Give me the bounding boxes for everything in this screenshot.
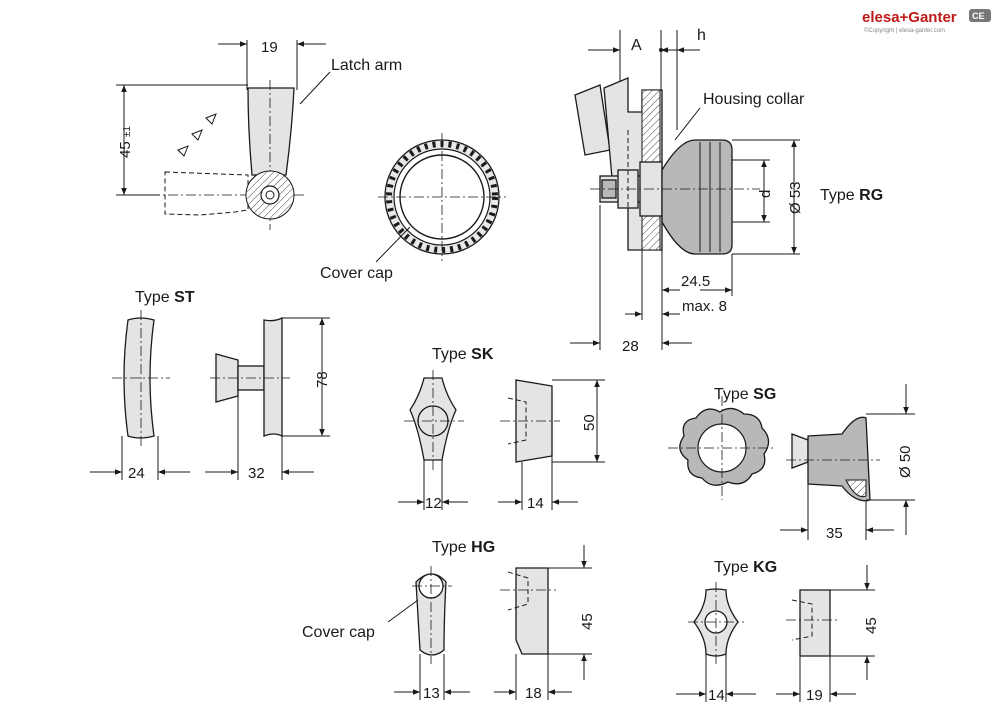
type-sg-label: Type SG xyxy=(714,386,776,403)
brand-name: elesa+Ganter xyxy=(862,9,957,26)
latch-arm-body xyxy=(247,87,295,176)
ce-mark-badge xyxy=(969,9,991,22)
cover-cap-view: Cover cap xyxy=(320,133,506,282)
sk-side-hidden xyxy=(507,397,527,445)
latch-pin-inner xyxy=(265,190,275,200)
type-hg-label: Type HG xyxy=(432,539,495,556)
dim-hg-w: 13 xyxy=(423,685,440,702)
kg-side-body xyxy=(799,589,831,657)
dim-st-d: 32 xyxy=(248,465,265,482)
label-cover-cap-hg: Cover cap xyxy=(302,624,375,641)
dim-max8: max. 8 xyxy=(682,298,727,315)
brand-copyright: ©Copyright | elesa-ganter.com xyxy=(864,27,945,34)
type-rg-section: A h d Ø 53 24.5 xyxy=(570,27,883,355)
dim-hg-d: 18 xyxy=(525,685,542,702)
dim-latch-width: 19 xyxy=(261,39,278,56)
dim-latch-height: 45 ±1 xyxy=(117,126,134,158)
leader-line xyxy=(387,599,419,623)
ce-mark: CE xyxy=(972,11,985,21)
type-sk-view: Type SK 12 14 50 xyxy=(398,346,605,512)
st-side-handle xyxy=(263,316,283,438)
type-sg-view: Type SG Ø 50 35 xyxy=(668,384,915,542)
latch-arm-rotated xyxy=(164,171,249,216)
dim-d: d xyxy=(757,190,774,198)
knob-knurl-lines xyxy=(699,142,721,252)
leader-line xyxy=(375,226,411,263)
dim-24-5: 24.5 xyxy=(681,273,710,290)
dim-sk-w: 12 xyxy=(425,495,442,512)
dim-sk-d: 14 xyxy=(527,495,544,512)
dim-h: h xyxy=(697,27,706,44)
type-st-label: Type ST xyxy=(135,289,195,306)
dim-st-w: 24 xyxy=(128,465,145,482)
rotation-arrow-icon xyxy=(205,113,217,125)
dim-a: A xyxy=(631,37,642,54)
brand-logo: elesa+Ganter CE ©Copyright | elesa-gante… xyxy=(862,9,991,34)
dim-sg-d: 35 xyxy=(826,525,843,542)
latch-arm-view: 19 45 ±1 Latch arm xyxy=(116,39,402,230)
rotation-arrow-icon xyxy=(177,145,189,157)
sg-side-section xyxy=(845,479,867,498)
label-cover-cap-top: Cover cap xyxy=(320,265,393,282)
dim-kg-d: 19 xyxy=(806,687,823,704)
dim-kg-w: 14 xyxy=(708,687,725,704)
dim-sk-h: 50 xyxy=(581,414,598,431)
hg-side-body xyxy=(515,567,549,655)
type-kg-label: Type KG xyxy=(714,559,777,576)
dim-dot xyxy=(659,48,663,52)
type-rg-label: Type RG xyxy=(820,187,883,204)
dim-28: 28 xyxy=(622,338,639,355)
latch-pin xyxy=(260,185,280,205)
sg-side-cap xyxy=(791,433,809,469)
dim-st-h: 78 xyxy=(314,371,331,388)
type-st-view: Type ST 24 32 78 xyxy=(90,289,331,482)
label-housing-collar: Housing collar xyxy=(703,91,805,108)
dim-dia53: Ø 53 xyxy=(787,181,804,214)
rg-knob-body xyxy=(661,139,733,255)
leader-line xyxy=(299,71,331,105)
label-latch-arm: Latch arm xyxy=(331,57,402,74)
type-sk-label: Type SK xyxy=(432,346,494,363)
hg-side-hidden xyxy=(507,571,529,611)
type-kg-view: Type KG 14 19 45 xyxy=(676,559,880,704)
rotation-arrow-icon xyxy=(191,129,203,141)
dim-sg-dia: Ø 50 xyxy=(897,445,914,478)
dim-hg-h: 45 xyxy=(579,613,596,630)
leader-line xyxy=(674,107,701,141)
dim-kg-h: 45 xyxy=(863,617,880,634)
type-hg-view: Type HG Cover cap 13 18 45 xyxy=(302,539,596,702)
